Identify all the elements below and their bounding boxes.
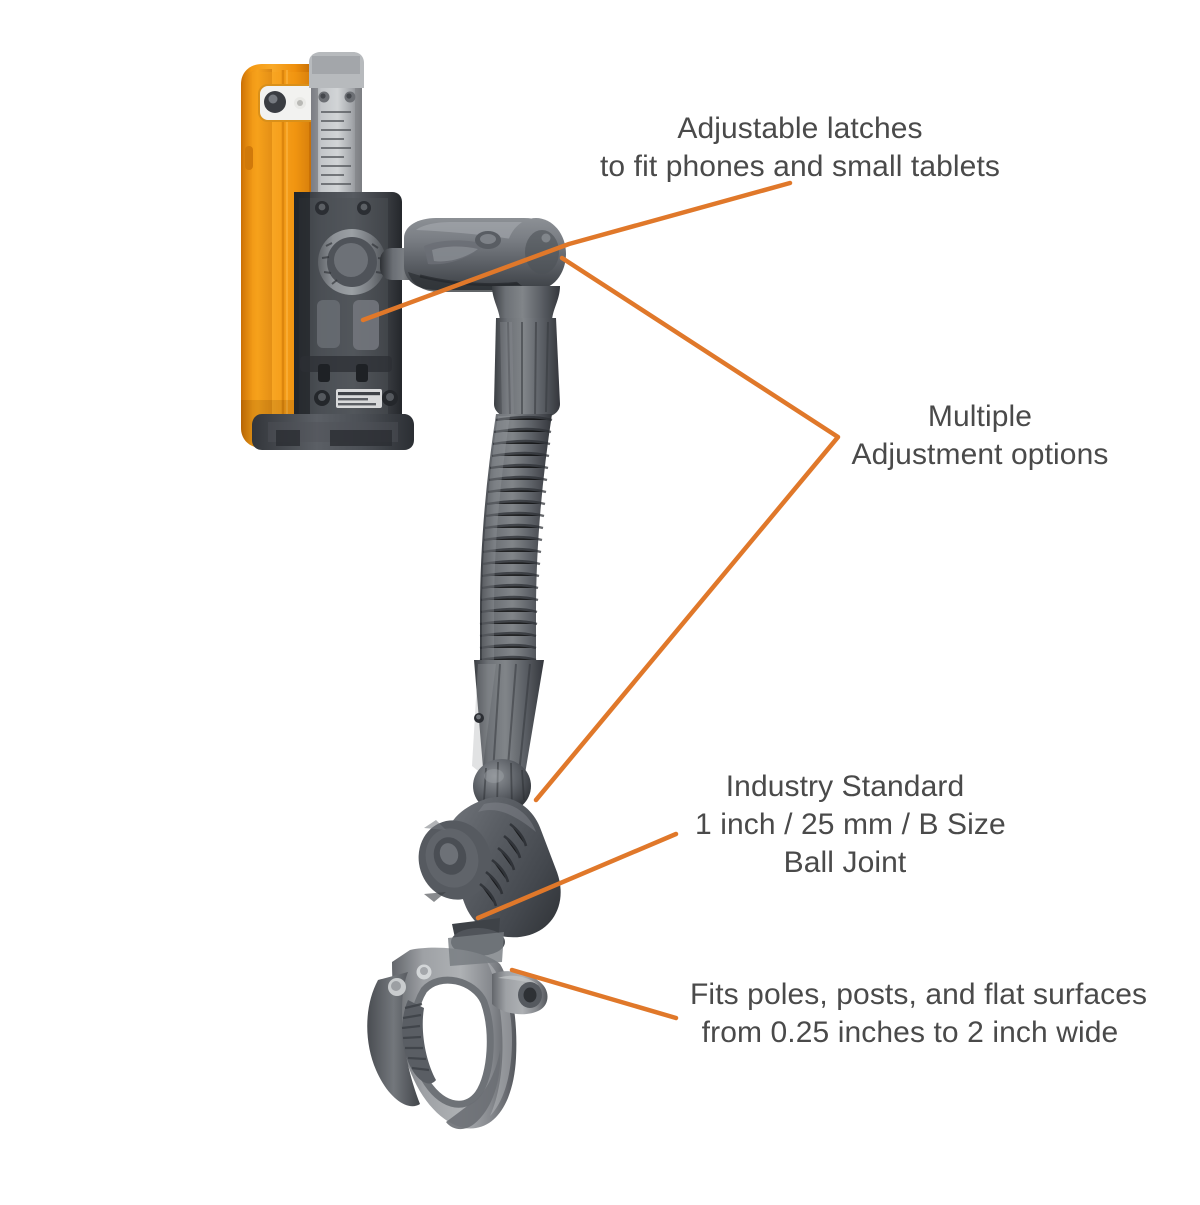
gooseneck-upper-collar [492,286,560,418]
ratcheting-latch-arm [309,52,364,220]
clamp-bolt-ear [492,971,548,1015]
callout-latches-line-1: Adjustable latches [677,112,923,145]
gooseneck-ribs [479,415,553,662]
socket-arm-knob [418,820,492,902]
leader-line-adjustable-latches [360,180,793,323]
arm-grip-ridges [479,822,528,907]
callout-clamp-range: Fits poles, posts, and flat surfaces fro… [690,976,1148,1052]
c-jaw-rail-clamp [367,932,548,1130]
cradle-swivel-knob [318,229,386,295]
callout-ball-line-2: 1 inch / 25 mm / B Size [695,807,1006,841]
camera-module [258,84,322,122]
callout-ball-joint: Industry Standard 1 inch / 25 mm / B Siz… [695,768,1006,881]
callout-adjustable-latches: Adjustable latches to fit phones and sma… [600,110,1000,186]
leader-line-multiple-adjustment [533,255,841,803]
callout-latches-line-2: to fit phones and small tablets [600,149,1000,183]
orange-phone-case [241,64,322,448]
callout-adjust-line-2: Adjustment options [851,437,1109,471]
callout-ball-line-3: Ball Joint [783,845,907,879]
leader-line-clamp-range [509,967,679,1021]
upper-double-socket-arm [380,218,566,292]
product-label-sticker [336,389,382,408]
leader-line-ball-joint [475,831,679,921]
flexible-corrugated-gooseneck [479,414,553,664]
callout-clamp-line-2: from 0.25 inches to 2 inch wide [701,1015,1119,1049]
callout-clamp-line-1: Fits poles, posts, and flat surfaces [690,978,1148,1011]
callout-adjust-line-1: Multiple [927,400,1033,433]
callout-ball-line-1: Industry Standard [725,770,965,803]
callout-multiple-adjustment-options: Multiple Adjustment options [845,398,1115,474]
